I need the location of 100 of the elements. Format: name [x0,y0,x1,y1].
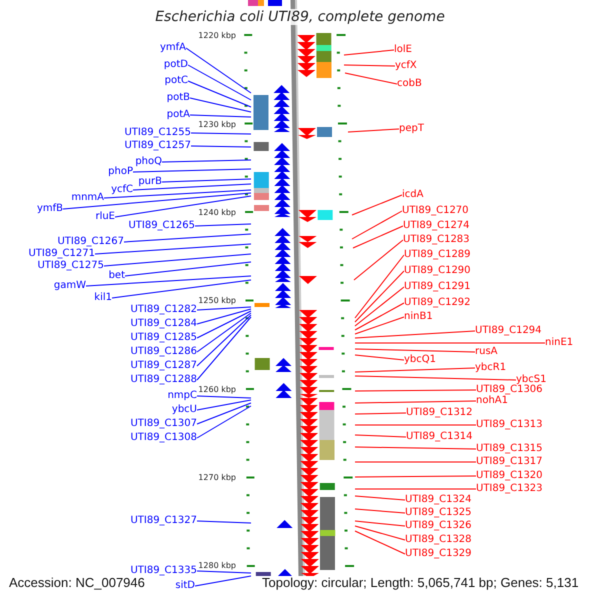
leader-line [194,224,252,226]
scale-label: 1220 kbp [198,30,236,40]
gene-label: rusA [475,346,498,358]
leader-line [354,270,404,322]
gene-label: UTI89_C1326 [405,520,472,532]
gene-label: nohA1 [476,395,508,407]
gene-label: cobB [397,78,422,90]
leader-line [162,178,252,182]
gene-label: ymfA [160,42,186,54]
leader-line [196,520,252,524]
gene-label: potD [164,59,188,71]
gene-label: UTI89_C1282 [130,304,197,316]
leader-line [344,50,394,56]
footer-text: Topology: circular; Length: 5,065,741 bp; Genes: 5,131 [262,576,579,590]
leader-line [86,276,252,286]
leader-line [196,406,252,438]
scale-label: 1260 kbp [198,384,236,394]
leader-line [354,368,476,372]
leader-line [354,354,404,360]
gene-label: pepT [399,123,424,135]
gene-label: rluE [95,211,115,223]
leader-line [188,64,252,100]
leader-line [124,262,252,276]
leader-line [354,330,476,338]
leader-line [354,412,406,414]
leader-line [104,254,252,266]
gene-label: UTI89_C1328 [405,534,472,546]
gene-label: UTI89_C1255 [124,127,191,139]
scale-label: 1280 kbp [198,560,236,570]
gene-label: UTI89_C1312 [406,407,473,419]
gene-label: UTI89_C1270 [402,205,469,217]
leader-line [196,314,252,366]
leader-line [196,310,252,338]
gene-label: ymfB [36,203,63,215]
gene-label: UTI89_C1286 [130,346,197,358]
leader-line [196,570,252,574]
leader-line [344,72,398,84]
gene-label: phoP [108,166,133,178]
gene-label: UTI89_C1315 [476,443,543,455]
gene-label: gamW [54,280,86,292]
leader-line [186,48,252,94]
gene-label: purB [138,176,162,188]
gene-label: UTI89_C1290 [404,265,471,277]
gene-label: UTI89_C1292 [404,297,471,309]
leader-line [196,396,252,398]
gene-label: mnmA [71,192,104,204]
gene-label: UTI89_C1285 [130,332,197,344]
scale-label: 1270 kbp [198,472,236,482]
leader-line [352,194,402,216]
gene-label: ninE1 [545,337,574,349]
gene-label: UTI89_C1284 [130,318,197,330]
leader-line [190,146,252,148]
gene-label: lolE [394,44,412,56]
gene-label: ycfX [395,60,417,72]
leader-line [354,530,406,554]
leader-line [354,496,406,500]
gene-label: UTI89_C1274 [403,220,470,232]
leader-line [354,348,476,352]
gene-label: UTI89_C1271 [28,248,95,260]
leader-line [352,210,402,240]
leader-line [354,316,404,334]
leader-line [162,160,252,162]
gene-label: icdA [402,189,424,201]
gene-label: UTI89_C1289 [404,249,471,261]
leader-line [354,240,404,280]
gene-label: UTI89_C1288 [130,374,197,386]
leader-line [354,286,404,326]
gene-label: ybcQ1 [404,354,436,366]
leader-line [344,64,396,66]
title: Escherichia coli UTI89, complete genome [153,9,447,25]
gene-label: UTI89_C1291 [404,281,471,293]
gene-label: UTI89_C1314 [406,431,473,443]
gene-label: UTI89_C1327 [130,515,197,527]
gene-label: UTI89_C1335 [130,565,197,577]
leader-line [190,132,252,134]
gene-label: phoQ [135,156,162,168]
leader-line [104,190,252,198]
gene-label: UTI89_C1287 [130,360,197,372]
leader-line [190,114,252,118]
gene-label: ybcS1 [516,374,546,386]
leader-line [114,196,252,218]
leader-line [132,184,252,190]
gene-label: UTI89_C1283 [403,234,470,246]
leader-line [354,424,476,426]
gene-label: potA [166,109,190,121]
leader-line [196,316,252,380]
leader-line [188,80,252,108]
gene-label: sitD [175,580,195,592]
leader-line [190,98,252,112]
leader-line [354,508,406,514]
scale-label: 1240 kbp [198,208,236,216]
gene-label: UTI89_C1294 [475,325,542,337]
gene-label: UTI89_C1267 [57,236,124,248]
scale-label: 1250 kbp [198,296,236,304]
gene-label: bet [108,270,125,282]
footer-text: Accession: NC_007946 [9,576,145,590]
gene-label: UTI89_C1257 [124,140,191,152]
gene-label: ycfC [111,184,133,196]
leader-line [354,476,476,478]
gene-label: ybcU [172,404,197,416]
